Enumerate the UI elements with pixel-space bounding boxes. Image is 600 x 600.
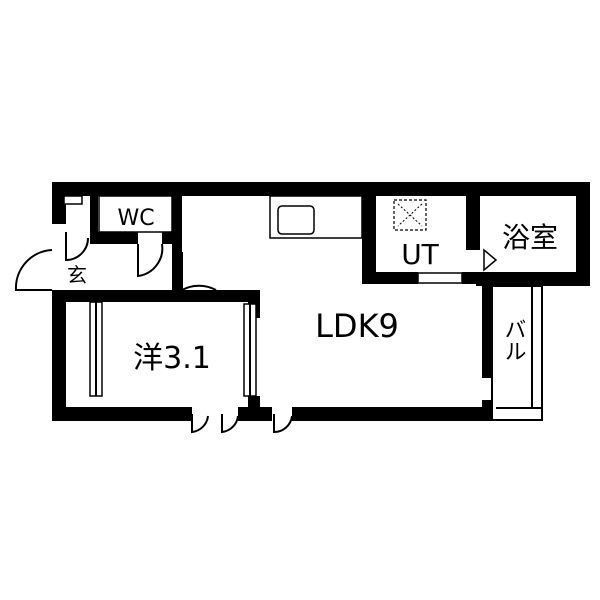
hall-pillar <box>172 242 182 290</box>
entrance-door <box>14 249 53 291</box>
wc-east-wall <box>172 190 182 242</box>
western-room-label: 洋3.1 <box>133 341 211 376</box>
bath-door-marker <box>483 248 498 272</box>
wc-label: WC <box>117 206 154 231</box>
south-door-a <box>191 414 209 434</box>
west-wall-lower <box>52 290 66 421</box>
wc-south-wall-right <box>162 232 180 244</box>
bathroom-label: 浴室 <box>502 221 558 254</box>
bath-west-wall <box>466 190 480 250</box>
doors <box>14 232 498 434</box>
south-door-c <box>273 414 293 434</box>
genkan-window <box>63 195 83 205</box>
room-labels: WC 玄 浴室 UT LDK9 洋3.1 バル <box>67 206 558 376</box>
genkan-door <box>65 232 89 262</box>
west-wall-top <box>52 182 66 224</box>
south-door-b <box>221 414 239 434</box>
balcony-outline <box>491 285 543 421</box>
wc-west-wall <box>90 196 98 244</box>
ut-door-slot <box>417 272 463 284</box>
western-room-north-wall <box>64 290 260 302</box>
south-wall-east <box>292 407 496 421</box>
ut-south-wall-left <box>362 272 418 284</box>
wc-room-outline <box>98 195 173 233</box>
outer-walls <box>52 182 590 421</box>
utility-label: UT <box>401 238 439 271</box>
western-room-east-wall-bottom <box>248 396 260 414</box>
balcony-label: バル <box>501 318 526 362</box>
balcony <box>491 285 543 421</box>
wc-door <box>137 243 164 278</box>
ut-west-wall <box>362 190 376 284</box>
windows <box>63 195 463 397</box>
kitchen <box>269 195 363 239</box>
hall-door <box>181 252 217 292</box>
ldk-label: LDK9 <box>315 307 399 345</box>
sink <box>277 205 315 235</box>
washer-pan <box>393 199 427 231</box>
washer-pan-cross-b <box>397 203 423 227</box>
genkan-label: 玄 <box>67 263 87 287</box>
wc-south-wall-left <box>92 232 138 244</box>
bath-south-wall <box>476 272 590 286</box>
north-wall <box>52 182 590 196</box>
east-wall-upper <box>576 182 590 286</box>
south-wall-west <box>52 407 192 421</box>
